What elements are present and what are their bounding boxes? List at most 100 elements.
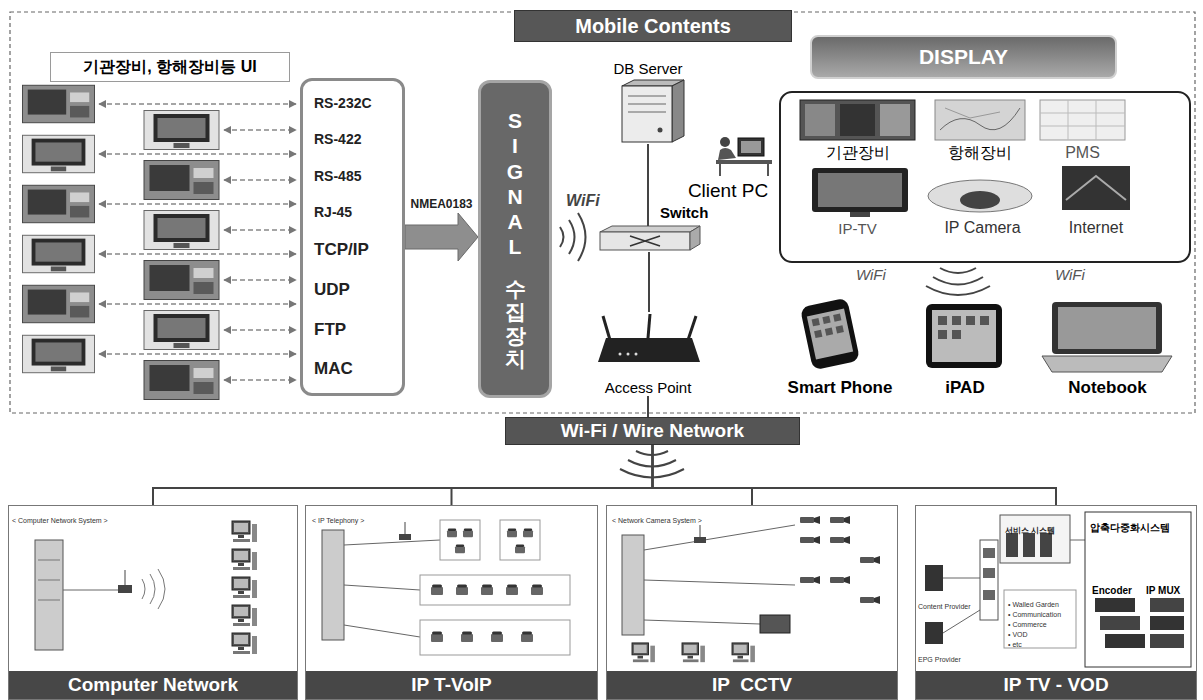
client-pc-icon (716, 160, 772, 164)
node-text: Access Point (605, 379, 692, 396)
label-holder: 서비스 시스템 (1005, 519, 1055, 537)
smartphone-icon (825, 328, 833, 336)
node-text: SIGNAL (507, 108, 524, 259)
wifi-waves (578, 213, 586, 261)
annotation-label: • Walled Garden (1008, 601, 1059, 609)
node-text: TCP/IP (314, 240, 369, 260)
iptv-figure (1150, 598, 1184, 612)
display-panel (780, 92, 1190, 262)
annotation-label: 서비스 시스템 (1005, 527, 1055, 536)
iptv-figure (925, 622, 943, 644)
computer-network-figure (35, 540, 63, 650)
display-thumbnails (880, 104, 910, 136)
display-thumbnails (800, 100, 915, 140)
computer-network-figure (38, 600, 60, 601)
annotation-label: EPG Provider (918, 656, 961, 664)
smartphone-icon (814, 330, 822, 338)
tablet-icon (952, 330, 961, 339)
panel-title: IP TV - VOD (916, 671, 1196, 699)
iptv-figure (1000, 515, 1070, 563)
node-text: Mobile Contents (575, 15, 731, 38)
wifi-waves (560, 227, 564, 247)
equipment-photos (22, 335, 94, 372)
display-thumbnails (960, 191, 1000, 209)
display-thumbnails (818, 173, 902, 207)
equipment-photos (22, 135, 94, 172)
dashed-link (99, 303, 296, 304)
node-text: Client PC (688, 180, 768, 202)
label-holder: • Walled Garden (1008, 593, 1059, 611)
annotation-label: Content Provider (918, 603, 971, 611)
iptv-figure (1085, 512, 1191, 667)
voip-figure (431, 585, 443, 596)
label-holder: WiFi (566, 192, 600, 210)
cctv-figure (800, 576, 820, 584)
voip-figure (500, 520, 540, 560)
network-link (153, 445, 653, 505)
display-thumbnails (1062, 166, 1130, 210)
iptv-figure (1040, 533, 1052, 557)
banner: Mobile Contents (514, 10, 792, 42)
device: Smart Phone (770, 300, 910, 398)
voip-figure (440, 520, 480, 560)
router-icon (598, 338, 700, 362)
cctv-figure (622, 516, 880, 662)
display-thumbnails (805, 104, 835, 136)
display-thumbnails (840, 104, 875, 136)
voip-figure (506, 585, 518, 596)
equipment-photos (144, 111, 219, 150)
iptv-figure (1100, 616, 1140, 630)
display-item: 항해장비 (928, 96, 1032, 162)
voip-figure (322, 530, 344, 640)
tablet-icon (932, 310, 996, 362)
label-holder: WiFi (1055, 266, 1085, 284)
iptv-figure (925, 512, 1191, 667)
client-pc-icon (716, 137, 772, 176)
node-text: RS-422 (314, 131, 361, 147)
cctv-figure (760, 615, 790, 633)
voip-figure (447, 528, 457, 537)
display-item: PMS (1035, 96, 1130, 162)
network-band: Wi-Fi / Wire Network (505, 417, 800, 445)
cctv-figure (732, 643, 755, 662)
display-thumbnails (1066, 176, 1126, 200)
smartphone-icon (807, 309, 853, 360)
cctv-figure (830, 516, 850, 524)
cctv-figure (860, 556, 880, 564)
label-holder: < Computer Network System > (12, 509, 108, 527)
label-holder: WiFi (856, 266, 886, 284)
system-panel: IP T-VoIP (305, 505, 598, 700)
dashed-link (224, 129, 296, 130)
block-arrow (405, 213, 478, 261)
db-server-icon (658, 128, 663, 133)
iptv-figure (1070, 540, 1085, 541)
network-link (647, 144, 649, 226)
dashed-link (99, 253, 296, 254)
display-thumbnails (940, 108, 1020, 130)
wifi-waves (560, 213, 586, 261)
tablet-icon (980, 316, 989, 325)
db-server-icon (628, 112, 666, 113)
display-thumbnails (945, 108, 1000, 118)
cctv-figure (682, 643, 705, 662)
equipment-photos (144, 361, 219, 400)
dashed-link (99, 103, 296, 104)
switch-icon (690, 226, 700, 250)
notebook-icon (1052, 302, 1162, 354)
client-pc-icon (720, 137, 730, 147)
system-panel: IP CCTV (606, 505, 898, 700)
node-text: IP Camera (944, 219, 1020, 237)
node-text: Switch (660, 204, 708, 221)
node-text: Wi-Fi / Wire Network (561, 420, 744, 442)
iptv-figure (925, 565, 943, 591)
voip-figure (344, 540, 440, 545)
cctv-figure (644, 620, 760, 624)
db-server-icon (672, 80, 684, 142)
node-text: Notebook (1068, 378, 1146, 398)
iptv-figure (983, 548, 995, 558)
display-thumbnails (1040, 100, 1125, 140)
dashed-link (224, 179, 296, 180)
annotation-label: < IP Telephony > (312, 517, 364, 525)
smartphone-icon (812, 318, 820, 326)
